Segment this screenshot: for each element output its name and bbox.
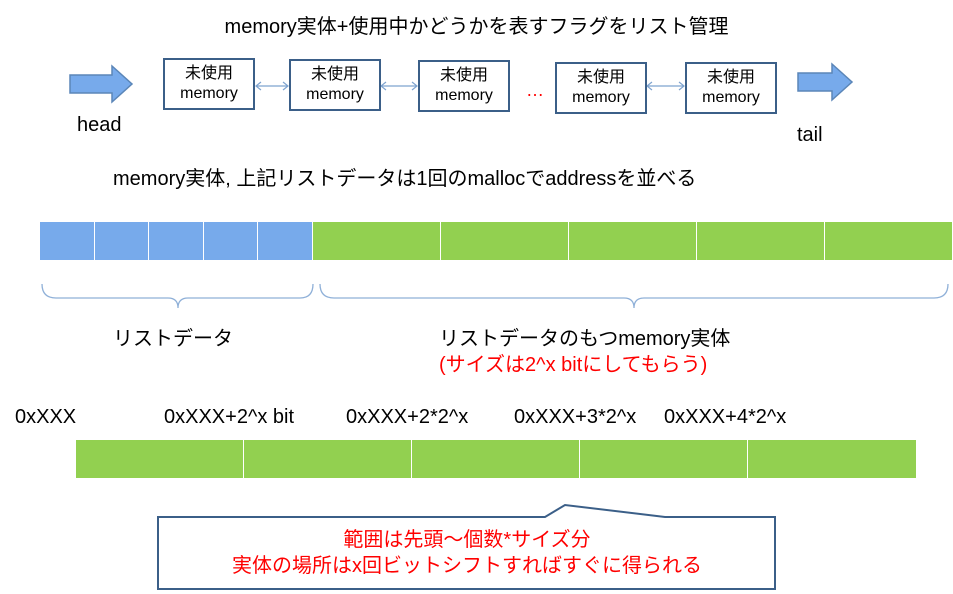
ellipsis: … — [526, 80, 544, 100]
node-connectors — [255, 81, 685, 91]
diagram-title: memory実体+使用中かどうかを表すフラグをリスト管理 — [224, 16, 729, 38]
callout-line-2: 実体の場所はx回ビットシフトすればすぐに得られる — [232, 555, 702, 577]
memory-cell — [441, 222, 569, 260]
list-node: 未使用 memory — [685, 62, 777, 114]
address-cell — [76, 440, 244, 478]
address-label: 0xXXX — [15, 406, 77, 428]
memory-brace — [319, 283, 949, 309]
list-node: 未使用 memory — [163, 58, 255, 110]
address-cell — [244, 440, 412, 478]
list-node: 未使用 memory — [555, 62, 647, 114]
subtitle: memory実体, 上記リストデータは1回のmallocでaddressを並べる — [113, 168, 697, 190]
list-data-cell — [204, 222, 258, 260]
tail-arrow-icon — [797, 62, 854, 102]
list-data-cell — [40, 222, 95, 260]
node-status: 未使用 — [184, 65, 233, 82]
callout-line-1: 範囲は先頭～個数*サイズ分 — [343, 529, 591, 551]
callout-text: 範囲は先頭～個数*サイズ分 実体の場所はx回ビットシフトすればすぐに得られる — [157, 527, 777, 579]
memory-cell — [697, 222, 825, 260]
node-label: memory — [572, 89, 630, 106]
node-status: 未使用 — [439, 67, 488, 84]
address-cell — [580, 440, 748, 478]
node-status: 未使用 — [576, 69, 625, 86]
address-label: 0xXXX+2^x bit — [164, 406, 295, 428]
address-label: 0xXXX+2*2^x — [346, 406, 469, 428]
node-label: memory — [702, 89, 760, 106]
node-status: 未使用 — [310, 66, 359, 83]
head-arrow-icon — [69, 64, 134, 104]
head-label: head — [77, 114, 122, 136]
address-label: 0xXXX+4*2^x — [664, 406, 787, 428]
memory-layout-bar — [40, 222, 952, 260]
list-node: 未使用 memory — [418, 60, 510, 112]
list-data-label: リストデータ — [113, 328, 233, 350]
address-cell — [412, 440, 580, 478]
memory-size-note: (サイズは2^x bitにしてもらう) — [439, 354, 708, 376]
list-data-cell — [149, 222, 204, 260]
callout-shape — [157, 503, 776, 590]
memory-cell — [569, 222, 697, 260]
address-label: 0xXXX+3*2^x — [514, 406, 637, 428]
list-data-cell — [95, 222, 149, 260]
node-status: 未使用 — [706, 69, 755, 86]
memory-label: リストデータのもつmemory実体 — [439, 328, 731, 350]
list-data-cell — [258, 222, 313, 260]
address-cell — [748, 440, 916, 478]
node-label: memory — [306, 86, 364, 103]
address-bar — [76, 440, 916, 478]
list-data-brace — [41, 283, 314, 309]
list-node: 未使用 memory — [289, 59, 381, 111]
tail-label: tail — [797, 124, 823, 146]
node-label: memory — [435, 87, 493, 104]
memory-cell — [313, 222, 441, 260]
memory-cell — [825, 222, 952, 260]
node-label: memory — [180, 85, 238, 102]
